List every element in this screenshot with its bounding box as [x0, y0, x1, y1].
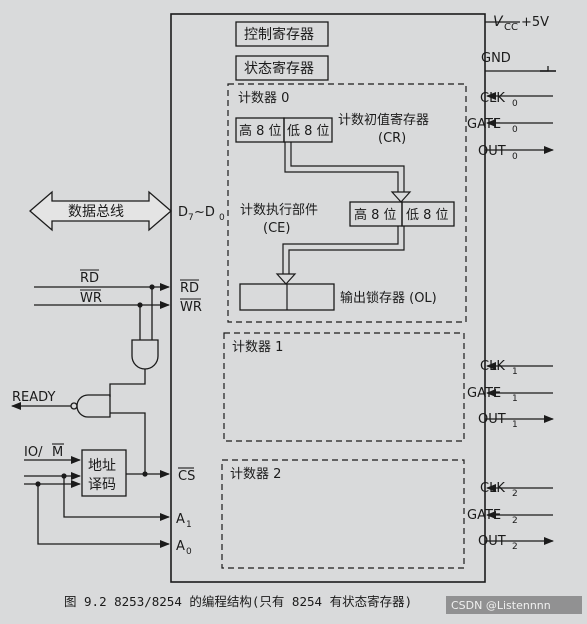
- cr-to-ce-line-b: [290, 142, 405, 192]
- a1-signal-line: [63, 476, 170, 521]
- counter0-title: 计数器 0: [238, 91, 289, 106]
- counter2-title: 计数器 2: [230, 467, 281, 482]
- cr-low-box: [283, 117, 333, 143]
- counter1-box: [223, 332, 465, 442]
- gnd-label: GND: [481, 51, 511, 66]
- cs-to-nand-wire: [110, 412, 146, 474]
- gate2-sub: 2: [512, 516, 518, 526]
- clk1-sub: 1: [512, 367, 518, 377]
- ready-label: READY: [12, 390, 55, 405]
- a0-pin-sub: 0: [186, 547, 192, 557]
- ce-name: 计数执行部件: [240, 203, 318, 218]
- cr-to-ce-line-a: [284, 142, 399, 192]
- a1-pin-label: A: [176, 512, 185, 527]
- and-to-nand-wire: [109, 369, 146, 397]
- address-decoder-label-2: 译码: [88, 477, 116, 493]
- out0-sub: 0: [512, 152, 518, 162]
- gate0-sub: 0: [512, 125, 518, 135]
- cr-abbr: (CR): [378, 131, 406, 146]
- a0-pin-label: A: [176, 539, 185, 554]
- cr-low-label: 低 8 位: [287, 124, 330, 139]
- a1-pin-sub: 1: [186, 520, 192, 530]
- ce-to-ol-line-a: [282, 226, 399, 274]
- clk2-sub: 2: [512, 489, 518, 499]
- gate0-label: GATE: [467, 117, 501, 132]
- gnd-line: [485, 66, 549, 72]
- ce-to-ol-arrowhead: [275, 273, 297, 285]
- wr-input-label: WR: [80, 291, 102, 306]
- d-pin-label: D: [178, 205, 188, 220]
- out2-sub: 2: [512, 542, 518, 552]
- watermark-bg: [446, 596, 582, 614]
- ce-low-label: 低 8 位: [406, 208, 449, 223]
- io-m-label: IO/: [24, 445, 43, 460]
- nand-gate-symbol: [76, 394, 111, 418]
- control-register-label: 控制寄存器: [244, 26, 314, 43]
- watermark-text: CSDN @Listennnn: [451, 599, 551, 612]
- ce-abbr: (CE): [263, 221, 290, 236]
- cs-junction: [142, 471, 148, 477]
- counter0-box: [227, 83, 467, 323]
- control-register-box: [235, 21, 329, 47]
- rd-input-label: RD: [80, 271, 99, 286]
- status-register-box: [235, 55, 329, 81]
- cr-high-label: 高 8 位: [239, 123, 282, 139]
- address-decoder-box: [81, 449, 127, 497]
- data-bus-arrow: [29, 190, 172, 232]
- cr-to-ce-arrowhead: [390, 191, 412, 203]
- cs-pin-label: CS: [178, 469, 195, 484]
- and-gate-symbol: [131, 339, 159, 370]
- out0-label: OUT: [478, 144, 506, 159]
- data-bus-label: 数据总线: [68, 204, 124, 220]
- ce-to-ol-line-b: [288, 226, 405, 274]
- plus5v-label: +5V: [521, 15, 549, 30]
- d-pin-tilde: ~D: [194, 205, 215, 220]
- vcc-sub: CC: [504, 22, 518, 33]
- clk0-sub: 0: [512, 99, 518, 109]
- address-decoder-label-1: 地址: [88, 458, 116, 474]
- clk0-label: CLK: [480, 91, 505, 106]
- ol-name: 输出锁存器 (OL): [340, 290, 437, 306]
- gate1-sub: 1: [512, 394, 518, 404]
- ce-high-label: 高 8 位: [354, 207, 397, 223]
- status-register-label: 状态寄存器: [244, 60, 314, 77]
- io-m-bar-label: M: [52, 445, 63, 460]
- wr-pin-label: WR: [180, 300, 202, 315]
- counter1-title: 计数器 1: [232, 340, 283, 355]
- a0-signal-line: [37, 484, 170, 548]
- figure-caption: 图 9.2 8253/8254 的编程结构(只有 8254 有状态寄存器): [64, 594, 412, 609]
- counter2-box: [221, 459, 465, 569]
- ce-low-box: [401, 201, 455, 227]
- chip-8253-outline: [170, 13, 486, 583]
- nand-bubble: [70, 402, 78, 410]
- out1-sub: 1: [512, 420, 518, 430]
- d-pin-sub-lo: 0: [219, 213, 225, 223]
- d-pin-sub-hi: 7: [188, 213, 194, 223]
- rd-pin-label: RD: [180, 281, 199, 296]
- cr-name: 计数初值寄存器: [338, 112, 429, 128]
